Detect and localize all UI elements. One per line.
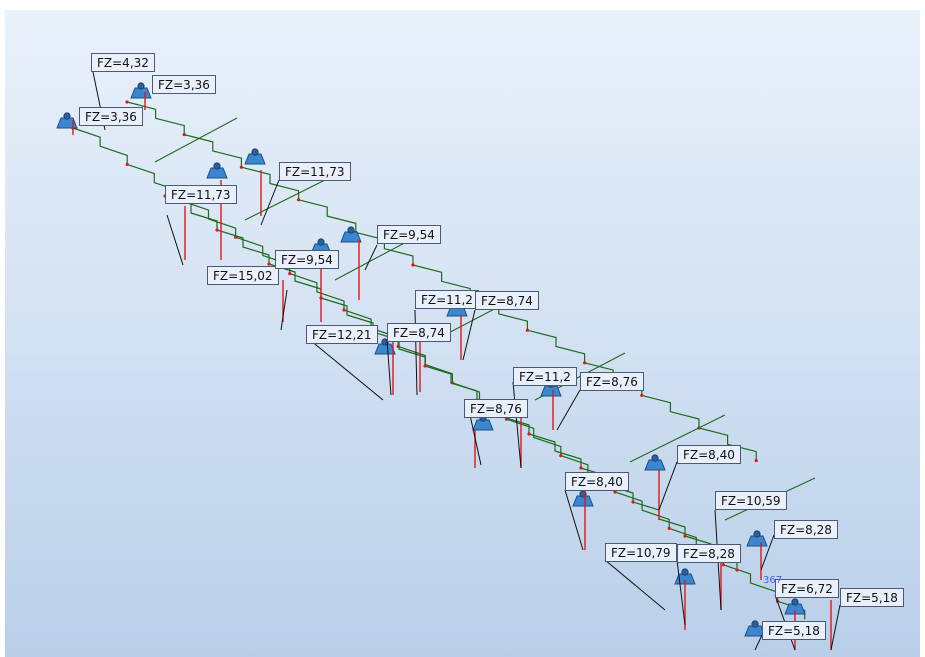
reaction-label: FZ=10,79 bbox=[605, 543, 677, 562]
support-icon bbox=[472, 419, 494, 431]
reaction-label: FZ=11,73 bbox=[279, 162, 351, 181]
reaction-label: FZ=11,73 bbox=[165, 185, 237, 204]
node-marker bbox=[297, 198, 301, 202]
node-marker bbox=[182, 133, 186, 137]
reaction-label: FZ=9,54 bbox=[377, 225, 441, 244]
reaction-label: FZ=15,02 bbox=[207, 266, 279, 285]
label-leader-line bbox=[469, 414, 482, 466]
reaction-label: FZ=6,72 bbox=[775, 579, 839, 598]
reaction-label: FZ=5,18 bbox=[762, 621, 826, 640]
label-leader-line bbox=[512, 381, 522, 469]
label-leader-line bbox=[676, 559, 686, 626]
model-viewport[interactable]: FZ=4,32 FZ=3,36 FZ=3,36 FZ=11,73 FZ=11,7… bbox=[5, 10, 920, 657]
node-marker bbox=[735, 568, 739, 572]
label-leader-line bbox=[830, 604, 841, 651]
reaction-label: FZ=10,59 bbox=[715, 491, 787, 510]
label-leader-line bbox=[364, 244, 378, 271]
brace-member bbox=[244, 174, 336, 221]
support-node-icon bbox=[347, 226, 355, 234]
reaction-label: FZ=5,18 bbox=[840, 588, 904, 607]
node-marker bbox=[215, 228, 219, 232]
reaction-label: FZ=4,32 bbox=[91, 53, 155, 72]
support-icon bbox=[540, 385, 562, 397]
support-node-icon bbox=[753, 530, 761, 538]
node-marker bbox=[125, 162, 129, 166]
node-marker bbox=[527, 432, 531, 436]
label-leader-line bbox=[760, 534, 775, 571]
node-marker bbox=[579, 466, 583, 470]
reaction-label: FZ=3,36 bbox=[152, 75, 216, 94]
label-leader-line bbox=[754, 634, 763, 651]
reaction-label: FZ=8,28 bbox=[677, 544, 741, 563]
support-icon bbox=[340, 231, 362, 243]
node-marker bbox=[613, 490, 617, 494]
node-marker bbox=[583, 361, 587, 365]
support-icon bbox=[784, 603, 806, 615]
label-leader-line bbox=[556, 389, 581, 431]
support-icon bbox=[244, 153, 266, 165]
node-marker bbox=[525, 328, 530, 332]
label-leader-line bbox=[462, 309, 476, 361]
node-number: 367 bbox=[763, 575, 783, 586]
label-leader-line bbox=[260, 179, 280, 226]
label-leader-line bbox=[166, 214, 184, 266]
node-marker bbox=[721, 563, 726, 567]
node-marker bbox=[631, 500, 635, 504]
label-leader-line bbox=[658, 461, 678, 511]
reaction-label: FZ=8,76 bbox=[464, 399, 528, 418]
reaction-label: FZ=12,21 bbox=[306, 325, 378, 344]
reaction-label: FZ=8,40 bbox=[565, 472, 629, 491]
reaction-label: FZ=8,74 bbox=[387, 323, 451, 342]
support-node-icon bbox=[213, 162, 221, 170]
support-node-icon bbox=[251, 148, 259, 156]
node-marker bbox=[667, 526, 671, 531]
reaction-label: FZ=3,36 bbox=[79, 107, 143, 126]
support-node-icon bbox=[651, 454, 659, 462]
reaction-label: FZ=11,2 bbox=[415, 290, 479, 309]
node-marker bbox=[411, 263, 415, 267]
support-node-icon bbox=[137, 82, 145, 90]
node-marker bbox=[559, 454, 563, 458]
node-marker bbox=[754, 459, 758, 463]
reaction-label: FZ=8,74 bbox=[475, 291, 539, 310]
reaction-label: FZ=9,54 bbox=[275, 250, 339, 269]
support-node-icon bbox=[63, 112, 71, 120]
node-marker bbox=[683, 534, 687, 538]
support-node-icon bbox=[317, 238, 325, 246]
node-marker bbox=[423, 364, 427, 368]
reaction-label: FZ=8,28 bbox=[774, 520, 838, 539]
stringer-member bbox=[164, 195, 738, 570]
node-marker bbox=[267, 262, 271, 266]
node-marker bbox=[640, 393, 644, 397]
label-leader-line bbox=[386, 339, 392, 396]
node-marker bbox=[288, 272, 292, 276]
support-icon bbox=[206, 167, 228, 179]
label-leader-line bbox=[309, 339, 384, 401]
label-leader-line bbox=[564, 489, 584, 551]
label-leader-line bbox=[604, 559, 666, 611]
reaction-label: FZ=8,40 bbox=[677, 445, 741, 464]
stringer-member bbox=[72, 127, 806, 620]
label-leader-line bbox=[280, 289, 288, 331]
node-marker bbox=[239, 165, 243, 169]
reaction-label: FZ=11,2 bbox=[513, 367, 577, 386]
brace-member bbox=[154, 117, 238, 163]
brace-member bbox=[629, 414, 726, 463]
support-node-icon bbox=[751, 620, 759, 628]
reaction-label: FZ=8,76 bbox=[580, 372, 644, 391]
support-node-icon bbox=[681, 568, 689, 576]
node-marker bbox=[342, 308, 346, 312]
node-marker bbox=[125, 100, 129, 104]
support-icon bbox=[744, 625, 766, 637]
support-node-icon bbox=[791, 598, 799, 606]
support-icon bbox=[56, 117, 78, 129]
support-icon bbox=[572, 495, 594, 507]
stringer-member bbox=[126, 101, 757, 461]
